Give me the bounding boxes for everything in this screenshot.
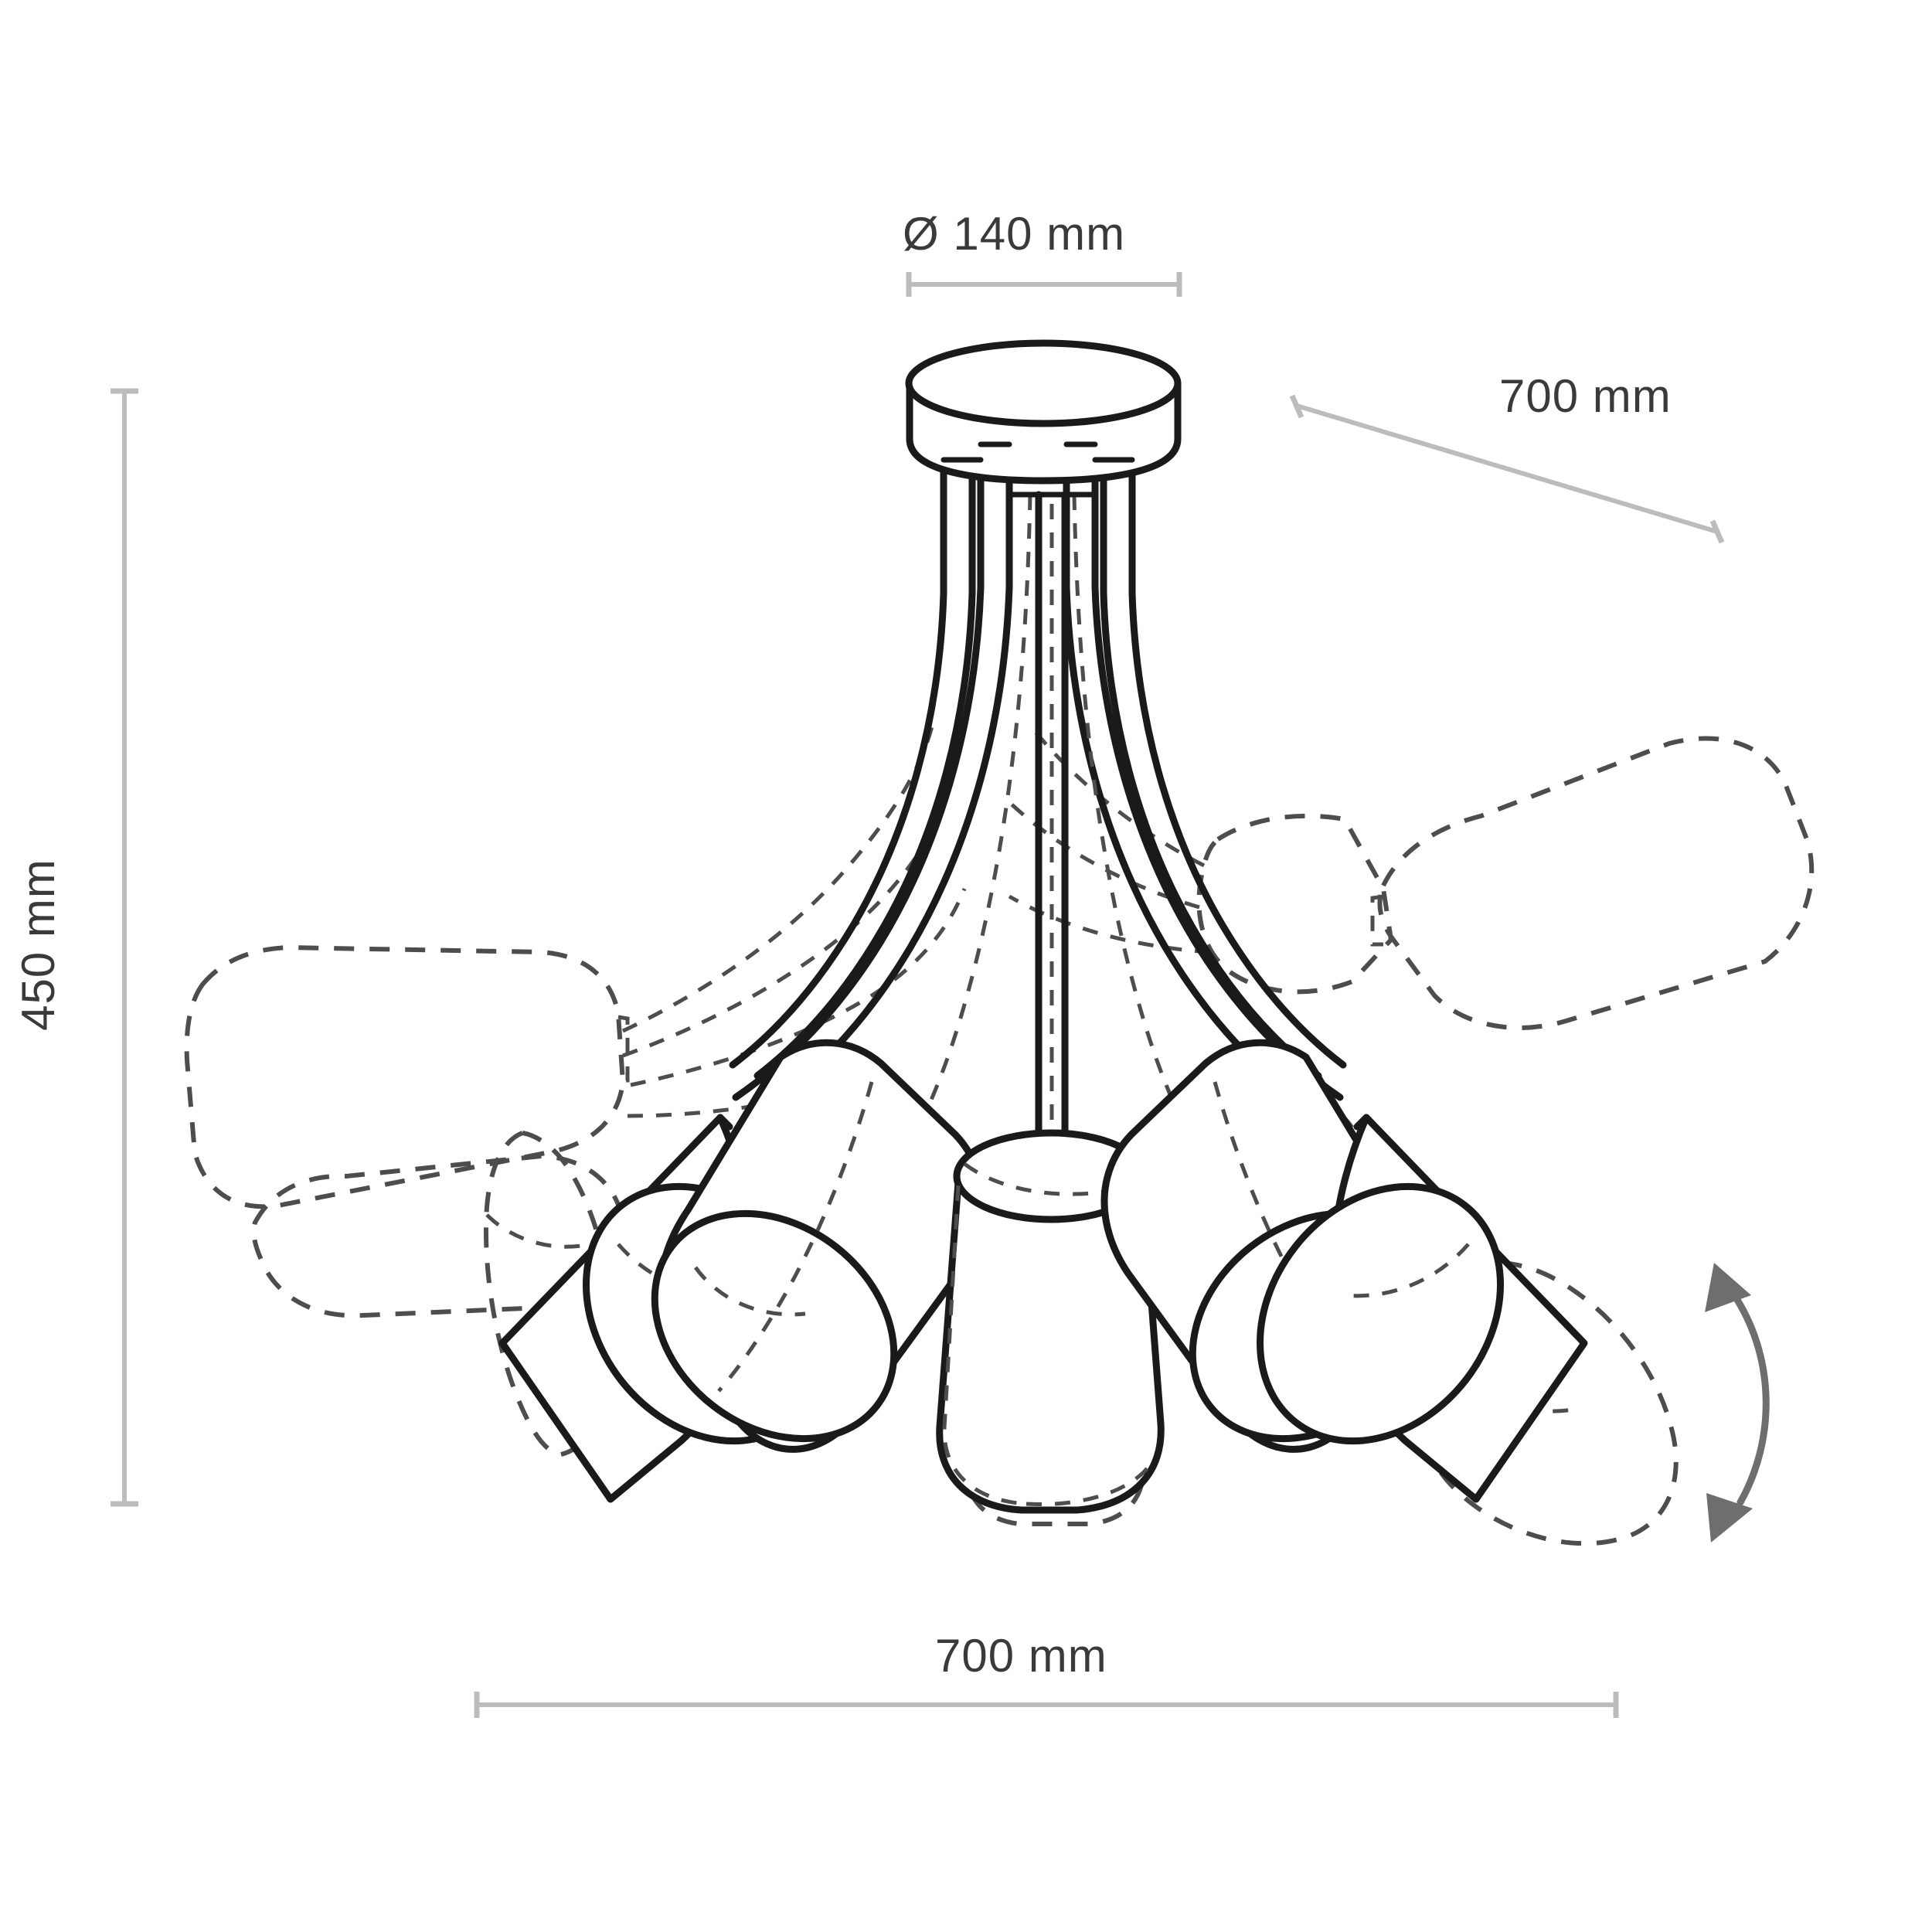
dimension-label-width: 700 mm	[935, 1630, 1107, 1682]
arm-inner-left	[729, 456, 976, 1080]
dimension-line-height	[111, 388, 138, 1507]
dimension-label-height: 450 mm	[12, 859, 64, 1031]
phantom-shade-far-right	[1370, 736, 1815, 1030]
dimension-line-width	[474, 1692, 1619, 1718]
shade-outer-right	[1256, 1114, 1588, 1503]
arm-collars	[940, 441, 1135, 498]
dimension-label-diameter: Ø 140 mm	[903, 208, 1126, 260]
arm-outer-right	[1063, 440, 1344, 1117]
swivel-adjustment-arrow	[1705, 1263, 1770, 1543]
arm-inner-right	[1100, 456, 1347, 1080]
arm-outer-left	[732, 440, 1013, 1117]
dimension-line-diameter	[906, 272, 1182, 297]
phantom-shade-mid-right	[1196, 813, 1394, 995]
phantom-shade-far-left	[184, 944, 630, 1209]
dimension-label-reach: 700 mm	[1499, 370, 1672, 422]
dimension-line-reach	[1289, 394, 1725, 544]
shade-center	[936, 1129, 1165, 1514]
shade-inner-left	[651, 1039, 986, 1453]
canopy-ceiling-mount	[905, 339, 1182, 485]
